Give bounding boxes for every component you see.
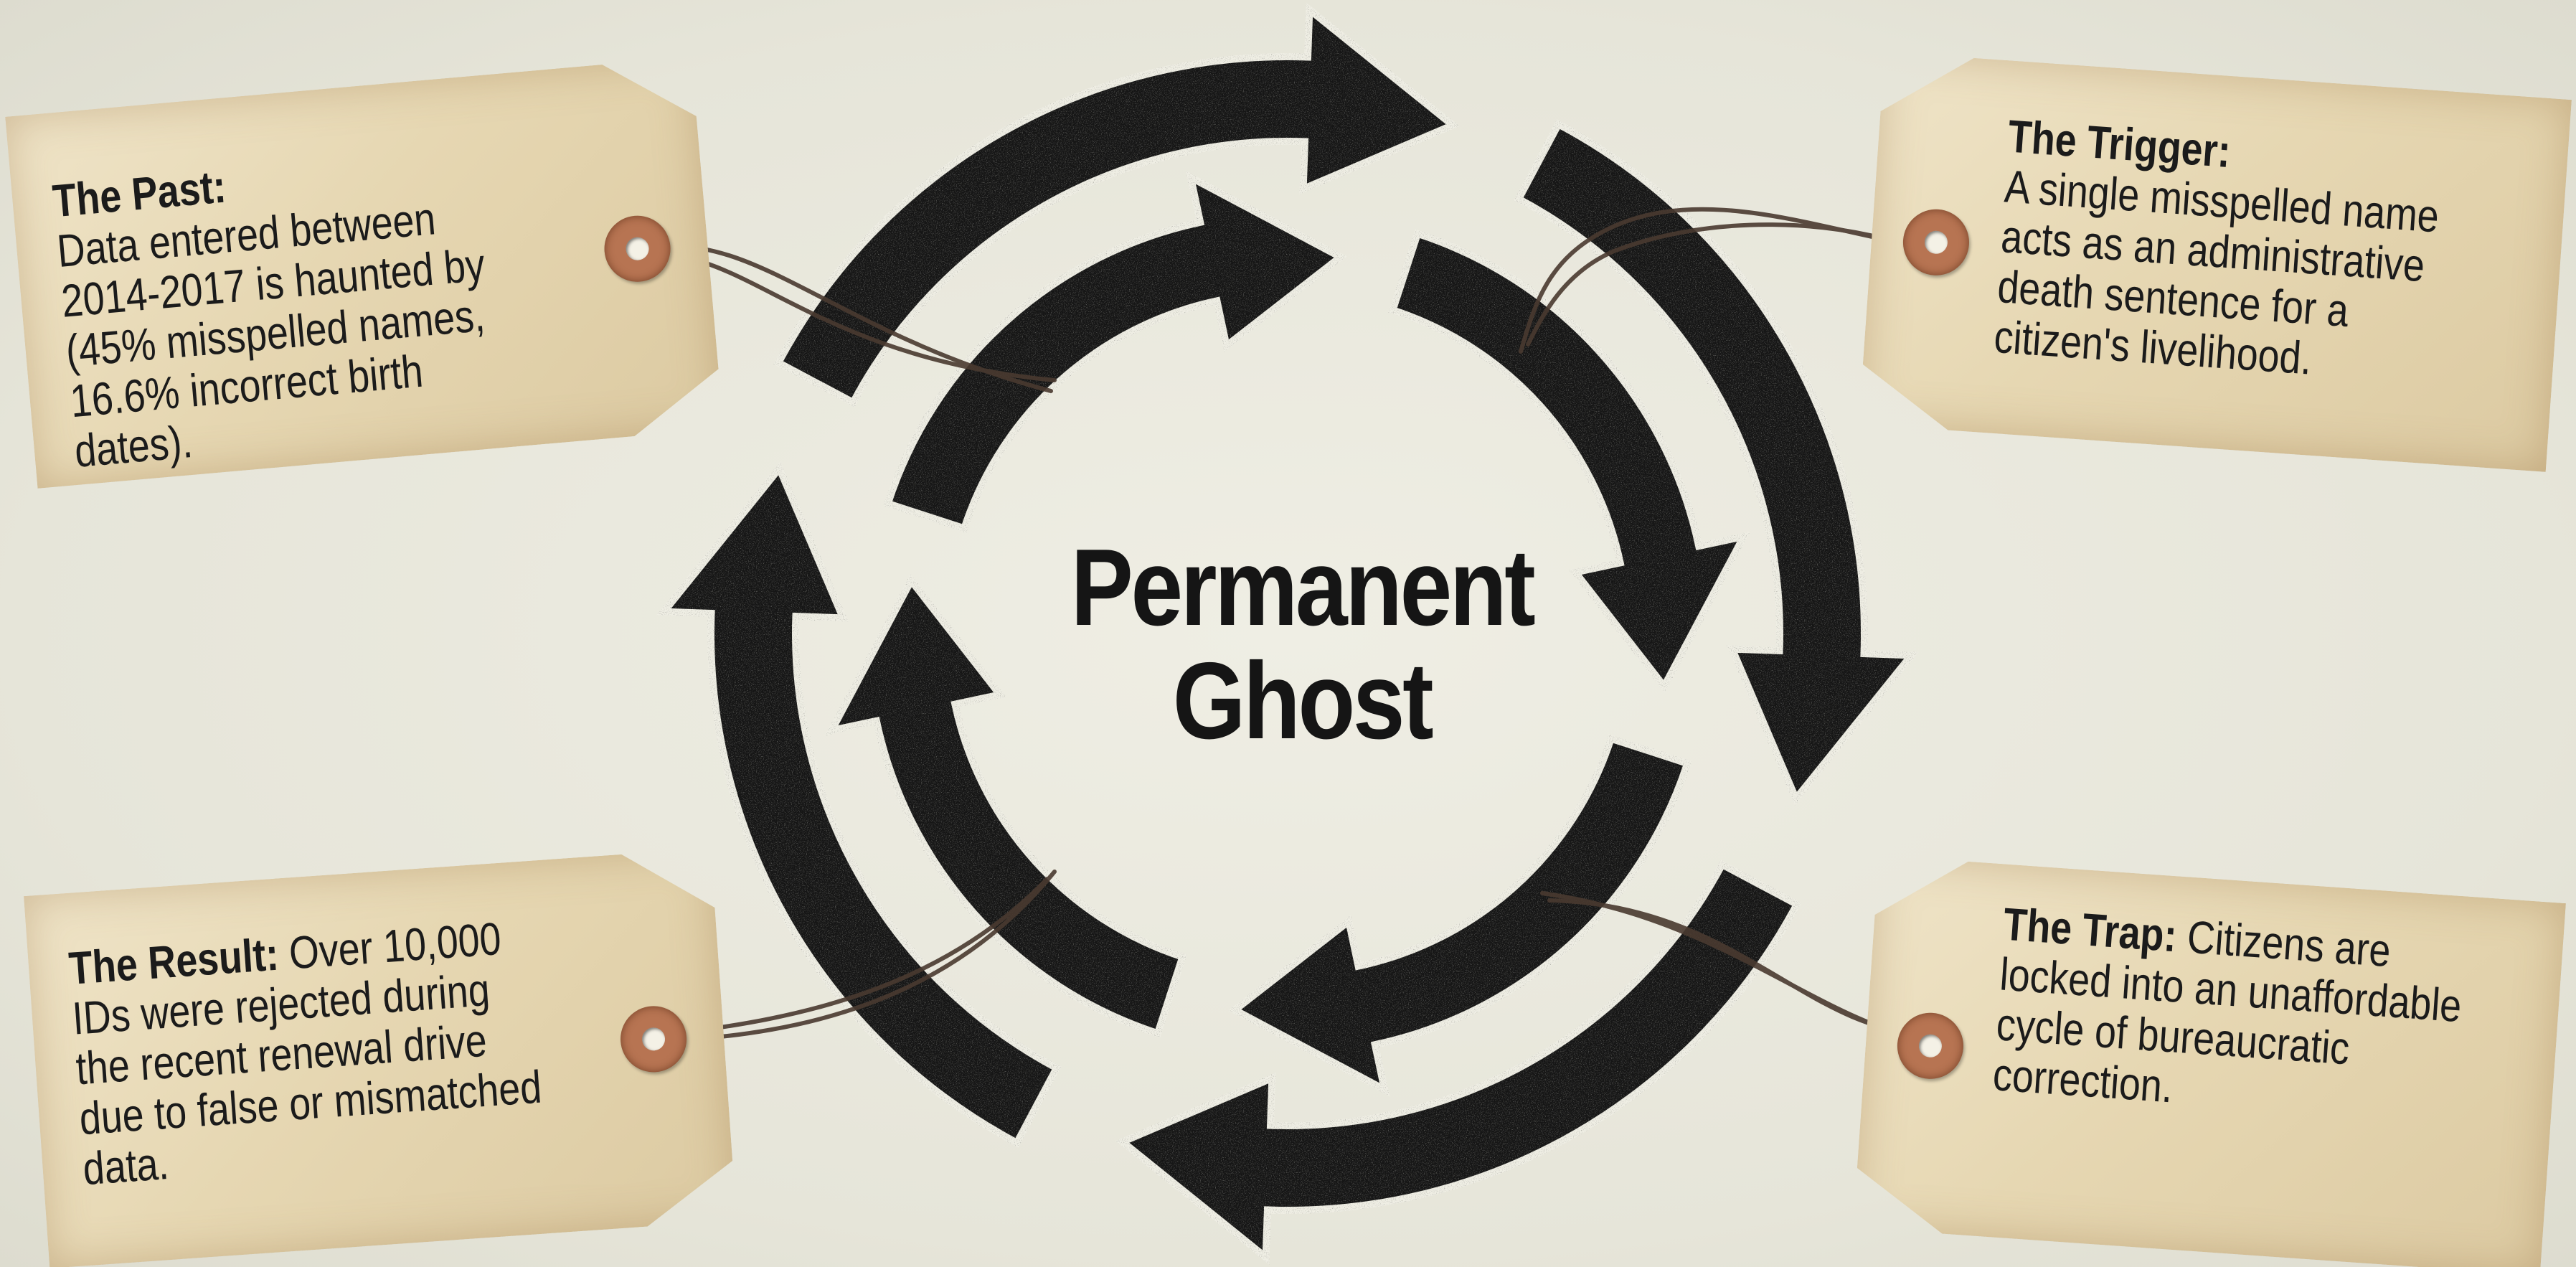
tag-trigger-text: The Trigger: A single misspelled name ac… (1993, 111, 2479, 395)
string-trigger-2 (1526, 222, 1935, 347)
tag-result-text: The Result: Over 10,000 IDs were rejecte… (67, 910, 554, 1194)
tag-past-text: The Past: Data entered between 2014-2017… (51, 136, 545, 477)
outer-cycle-arrow-2 (1115, 859, 1802, 1265)
inner-cycle-arrow-1 (1388, 229, 1751, 693)
inner-cycle-arrow-2 (1228, 734, 1692, 1097)
string-result-2 (676, 870, 1057, 1042)
outer-cycle-arrow-4 (773, 2, 1460, 408)
center-title: Permanent Ghost (1046, 531, 1558, 758)
tag-the-result: The Result: Over 10,000 IDs were rejecte… (24, 848, 737, 1267)
tag-past-body: Data entered between 2014-2017 is haunte… (55, 192, 487, 478)
tag-eyelet-icon (602, 213, 674, 285)
tag-the-trap: The Trap: Citizens are locked into an un… (1853, 855, 2566, 1267)
inner-cycle-arrow-4 (883, 170, 1347, 533)
outer-cycle-arrow-1 (1514, 119, 1919, 806)
tag-trigger-body: A single misspelled name acts as an admi… (1992, 160, 2441, 385)
tag-eyelet-icon (618, 1004, 689, 1074)
tag-eyelet-icon (1901, 207, 1971, 278)
tag-eyelet-icon (1895, 1011, 1966, 1081)
center-title-line1: Permanent (1070, 527, 1536, 649)
inner-cycle-arrow-3 (824, 574, 1187, 1038)
tag-trap-text: The Trap: Citizens are locked into an un… (1991, 899, 2474, 1132)
center-title-line2: Ghost (1172, 640, 1434, 762)
string-result (676, 877, 1049, 1035)
tag-the-trigger: The Trigger: A single misspelled name ac… (1859, 52, 2572, 472)
tag-the-past: The Past: Data entered between 2014-2017… (5, 57, 724, 489)
